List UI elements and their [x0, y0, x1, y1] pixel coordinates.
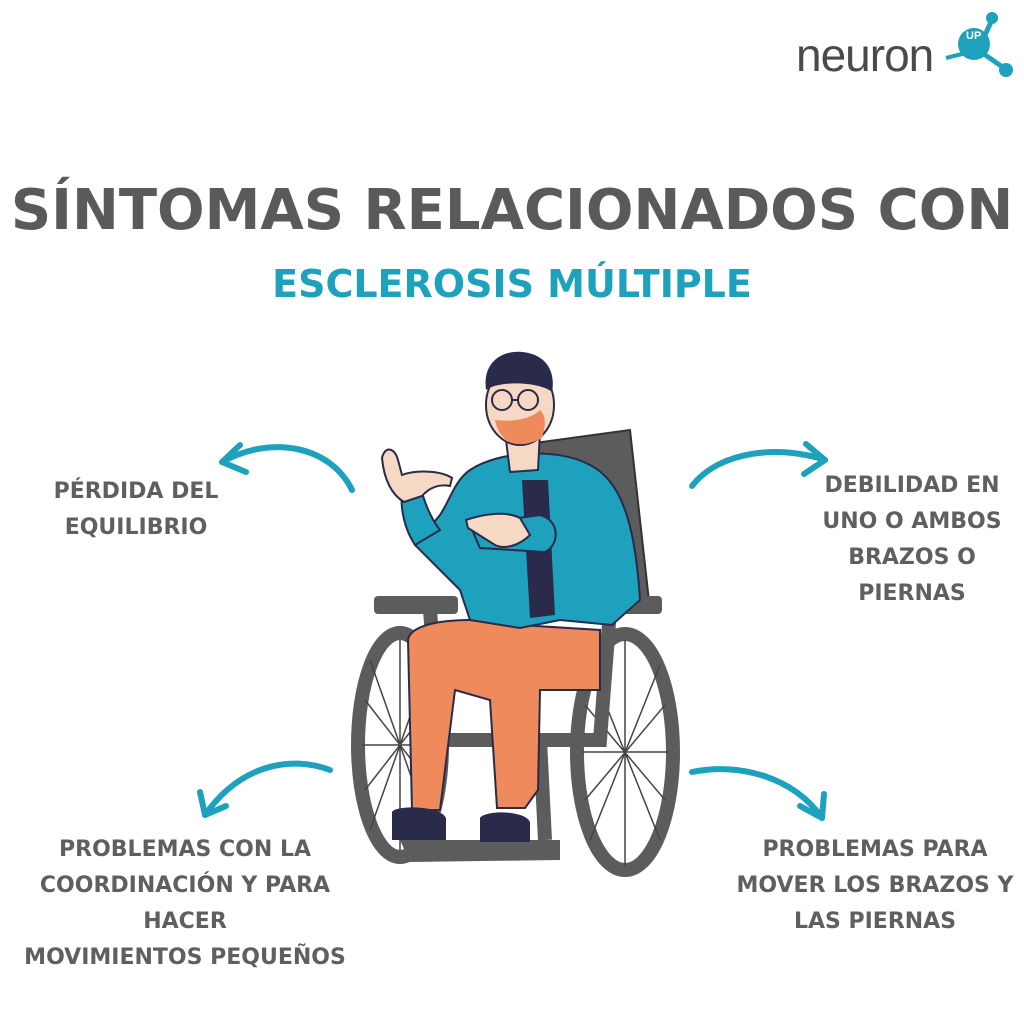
symptom-line: COORDINACIÓN Y PARA HACER — [39, 873, 331, 934]
symptom-line: LAS PIERNAS — [793, 909, 957, 934]
symptom-line: DEBILIDAD EN — [824, 473, 1000, 498]
symptom-label-movement: PROBLEMAS PARA MOVER LOS BRAZOS Y LAS PI… — [730, 832, 1020, 940]
symptom-line: BRAZOS O — [848, 545, 976, 570]
logo-molecule-icon — [945, 12, 1013, 77]
symptom-label-balance: PÉRDIDA DEL EQUILIBRIO — [36, 474, 236, 546]
symptom-line: PROBLEMAS PARA — [762, 837, 988, 862]
neuronup-logo: neuron UP — [796, 6, 1016, 86]
symptom-line: MOVIMIENTOS PEQUEÑOS — [24, 945, 346, 970]
arrow-bottom-left-icon — [202, 760, 333, 818]
symptom-line: MOVER LOS BRAZOS Y — [736, 873, 1014, 898]
arrow-top-right-icon — [689, 449, 828, 489]
arrow-top-left-icon — [219, 444, 355, 493]
logo-wordmark: neuron — [796, 29, 934, 81]
logo-badge: UP — [966, 30, 982, 42]
symptom-line: PÉRDIDA DEL — [53, 479, 219, 504]
symptom-label-weakness: DEBILIDAD EN UNO O AMBOS BRAZOS O PIERNA… — [812, 468, 1012, 612]
arrow-bottom-right-icon — [689, 766, 825, 821]
page-subtitle: ESCLEROSIS MÚLTIPLE — [272, 262, 752, 306]
symptom-line: UNO O AMBOS — [822, 509, 1002, 534]
symptom-line: PROBLEMAS CON LA — [59, 837, 311, 862]
symptom-line: PIERNAS — [858, 581, 966, 606]
page-title: SÍNTOMAS RELACIONADOS CON — [10, 178, 1014, 243]
symptom-label-coordination: PROBLEMAS CON LA COORDINACIÓN Y PARA HAC… — [0, 832, 370, 976]
symptom-line: EQUILIBRIO — [64, 515, 208, 540]
